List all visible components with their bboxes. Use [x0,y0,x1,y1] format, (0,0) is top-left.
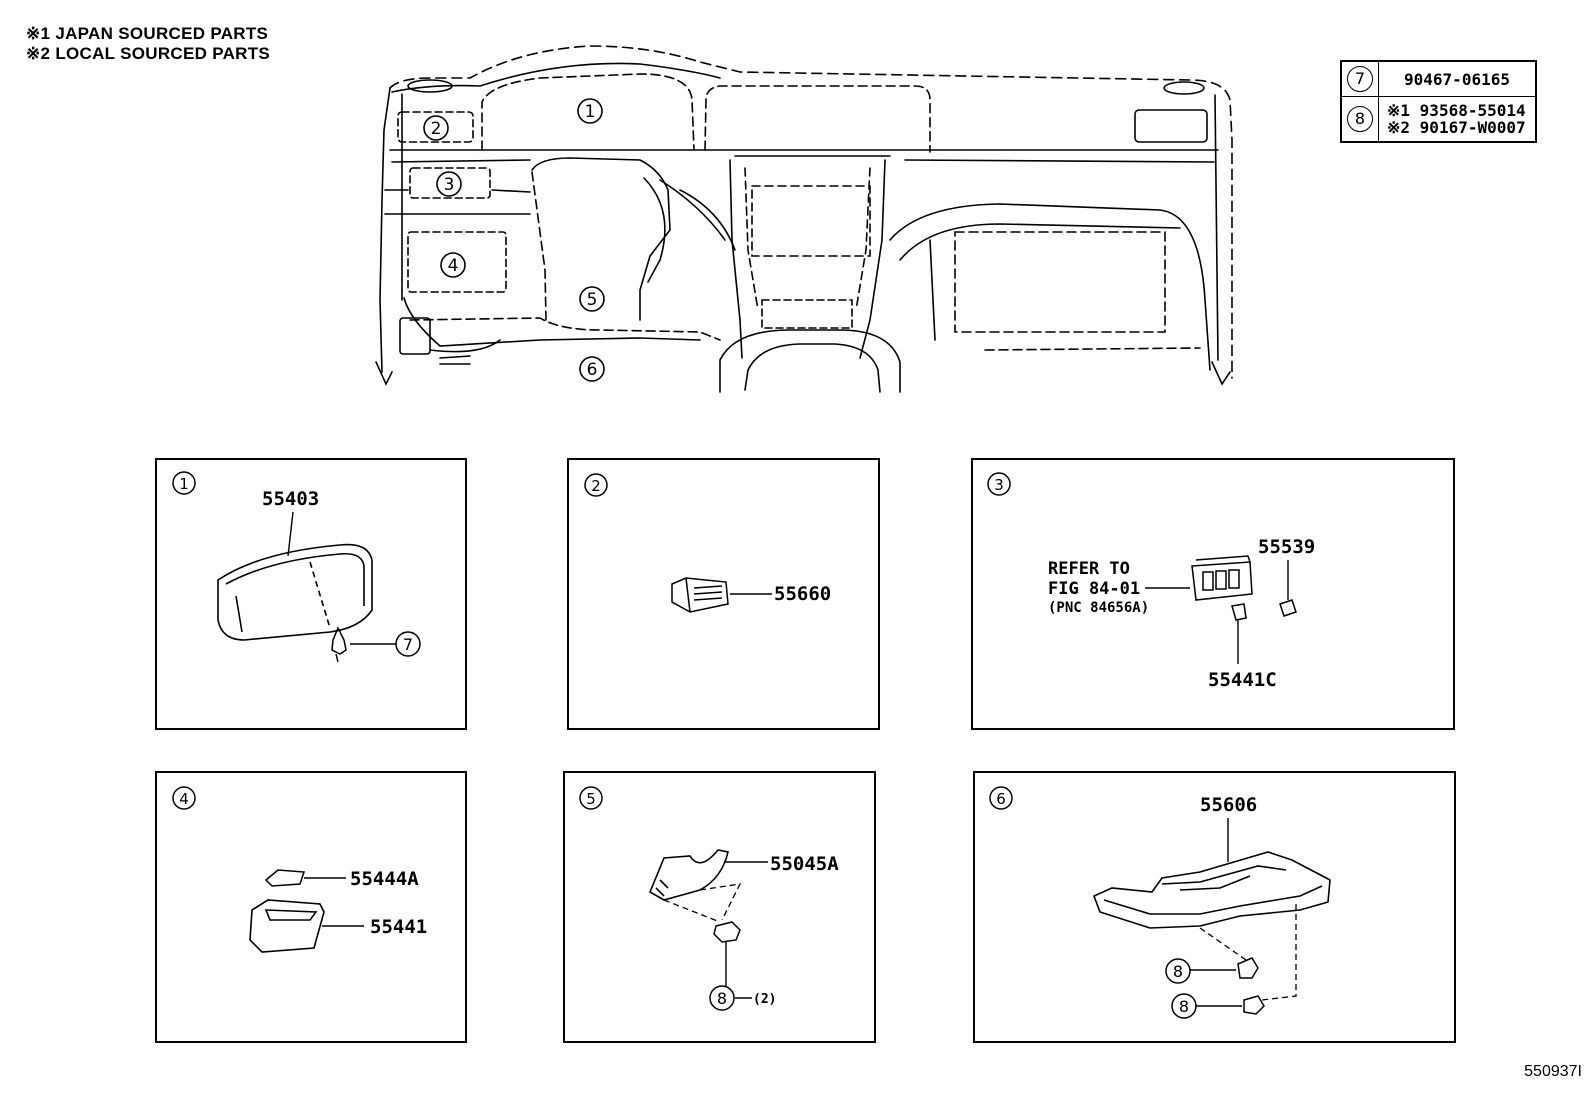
screw-part-p6-2 [1243,995,1265,1015]
side-vent-part [671,577,729,613]
panel-6-number: 6 [996,790,1006,808]
refer-to-label: REFER TO [1048,559,1130,579]
pocket-part [249,899,325,953]
panel-5: 5 55045A 8 (2) [563,771,876,1043]
overview-callouts: 1 2 3 4 5 6 [423,98,605,382]
panel-6: 6 55606 8 8 [973,771,1456,1043]
pnc-ref-label: (PNC 84656A) [1048,600,1149,616]
panel-1-number: 1 [179,475,189,493]
panel-1: 1 55403 7 [155,458,467,730]
ref-row-8: 8 ※1 93568-55014 ※2 90167-W0007 [1340,96,1537,143]
reference-table: 7 90467-06165 8 ※1 93568-55014 ※2 90167-… [1340,60,1537,143]
legend-japan: ※1 JAPAN SOURCED PARTS [26,24,269,43]
ref-part-7: 90467-06165 [1378,60,1537,97]
legend: ※1 JAPAN SOURCED PARTS ※2 LOCAL SOURCED … [26,24,270,64]
part-55539-label: 55539 [1258,536,1315,558]
panel-4-number: 4 [179,790,189,808]
cluster-hood-part [217,543,373,641]
overview-callout-2: 2 [431,119,442,139]
part-55444a-shape [264,869,306,887]
figure-id: 550937I [1524,1063,1582,1080]
overview-callout-6: 6 [587,360,598,380]
clip-55441c-part [1231,603,1247,621]
overview-callout-1: 1 [585,102,596,122]
clip-7-part [331,626,347,663]
dashboard-overview [375,45,1233,393]
part-55045a-label: 55045A [770,853,839,875]
screw-part-p5 [713,921,741,943]
part-55403-label: 55403 [262,488,319,510]
ref-row-7: 7 90467-06165 [1340,60,1537,97]
overview-callout-4: 4 [448,256,459,276]
panel-2: 2 55660 [567,458,880,730]
ref-num-8: 8 [1347,106,1373,132]
column-cover-part [648,849,729,901]
screw-8-callout-p6-1: 8 [1173,962,1183,981]
panel-3-number: 3 [994,476,1004,494]
screw-part-p6-1 [1237,957,1259,979]
overview-callout-5: 5 [587,290,598,310]
panel-5-number: 5 [586,790,596,808]
screw-8-callout-p5: 8 [717,989,727,1008]
overview-callout-3: 3 [444,175,455,195]
part-55441-label: 55441 [370,916,427,938]
part-55444a-label: 55444A [350,868,419,890]
lower-panel-part [1092,851,1331,929]
switch-panel-part [1191,555,1253,601]
legend-local: ※2 LOCAL SOURCED PARTS [26,44,271,63]
clip-55539-part [1279,599,1297,617]
panel-4: 4 55444A 55441 [155,771,467,1043]
ref-part-8-japan: ※1 93568-55014 [1387,101,1526,120]
part-55660-label: 55660 [774,583,831,605]
screw-qty-label: (2) [753,992,776,1007]
part-55606-label: 55606 [1200,794,1257,816]
panel-2-number: 2 [591,477,601,495]
clip-7-callout: 7 [403,635,413,654]
part-55441c-label: 55441C [1208,669,1277,691]
ref-part-8-local: ※2 90167-W0007 [1387,118,1526,137]
ref-num-7: 7 [1347,66,1373,92]
screw-8-callout-p6-2: 8 [1179,997,1189,1016]
fig-ref-label: FIG 84-01 [1048,579,1140,599]
panel-3: 3 REFER TO FIG 84-01 (PNC 84656A) 55539 … [971,458,1455,730]
